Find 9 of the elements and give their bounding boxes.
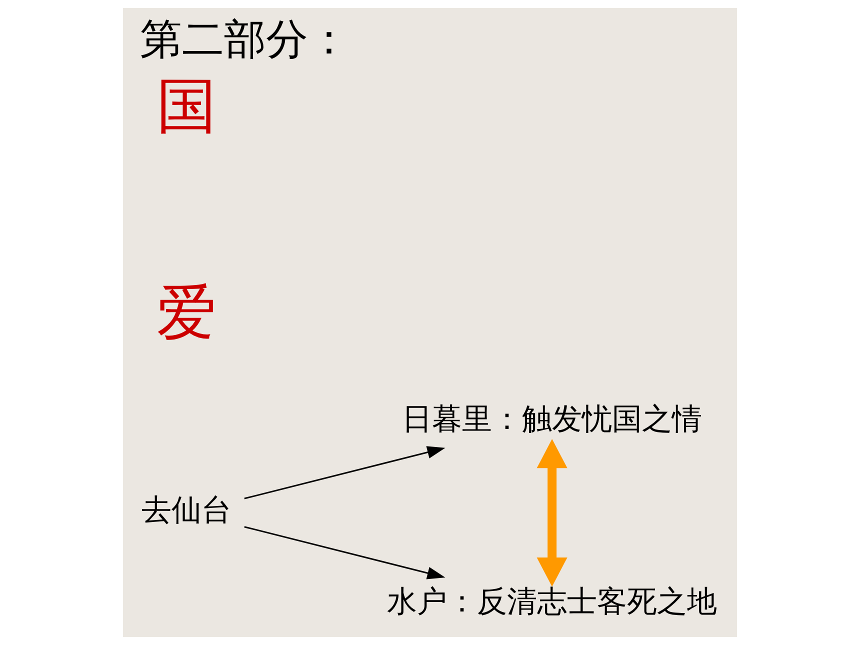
node-text: 水户：反清志士客死之地 [387, 584, 718, 620]
arrow [244, 446, 446, 500]
node-text: 去仙台 [142, 493, 232, 528]
diagram-title: 第二部分： [140, 14, 350, 64]
label: 国 [156, 71, 217, 142]
node-text: 日暮里：触发忧国之情 [402, 402, 702, 437]
label: 爱 [156, 278, 217, 348]
arrow [536, 439, 568, 587]
arrow [244, 526, 446, 580]
